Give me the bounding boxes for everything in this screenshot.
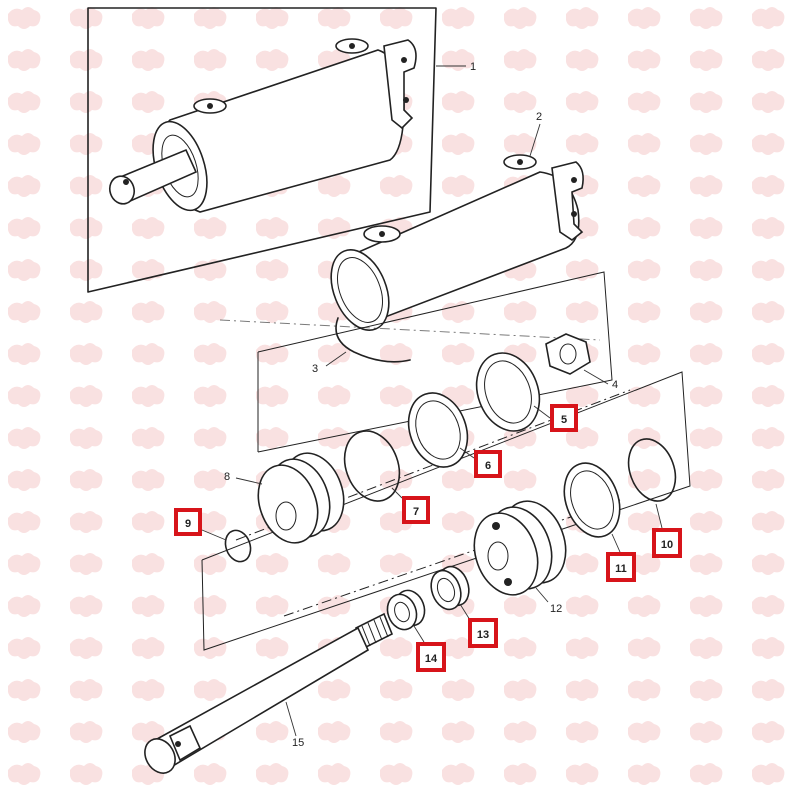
- callout-12: 12: [550, 603, 562, 615]
- backup-ring-11: 11: [563, 462, 636, 582]
- gland-8: 8: [224, 452, 345, 544]
- callout-7-badge: 7: [402, 496, 430, 524]
- callout-13-badge: 13: [468, 618, 498, 648]
- assembled-cylinder: [108, 38, 417, 213]
- callout-5: 5: [561, 414, 567, 426]
- seal-kit-box-lower: [201, 371, 691, 651]
- callout-9: 9: [185, 518, 191, 530]
- callout-4-leader: [583, 369, 609, 385]
- callout-5-badge: 5: [550, 404, 578, 432]
- callout-11: 11: [615, 563, 627, 575]
- seal-14: 14: [386, 589, 446, 672]
- callout-3: 3: [312, 363, 318, 375]
- callout-8: 8: [224, 471, 230, 483]
- callout-12-leader: [535, 587, 549, 603]
- callout-10-badge: 10: [652, 528, 682, 558]
- callout-15: 15: [292, 737, 304, 749]
- wear-ring-6: 6: [407, 392, 502, 478]
- barrel-mouth: [330, 249, 390, 331]
- callout-6: 6: [485, 460, 491, 472]
- piston-12: 12: [473, 500, 567, 615]
- callout-8-leader: [235, 477, 263, 485]
- o-ring-10: 10: [627, 438, 682, 558]
- o-ring-9: 9: [174, 508, 252, 563]
- callout-6-badge: 6: [474, 450, 502, 478]
- callout-10: 10: [661, 539, 673, 551]
- callout-3-leader: [325, 351, 347, 367]
- split-ring-5: 5: [475, 352, 578, 432]
- callout-9-badge: 9: [174, 508, 202, 536]
- o-ring-7: 7: [343, 430, 430, 524]
- bushing-13: 13: [430, 565, 498, 648]
- assembly-frame: [87, 7, 437, 293]
- callout-7: 7: [413, 506, 419, 518]
- callout-2-leader: [529, 123, 541, 157]
- callout-13: 13: [477, 629, 489, 641]
- callout-14: 14: [425, 653, 438, 665]
- barrel-group: 2: [330, 111, 584, 331]
- piston-rod-15: 15: [144, 612, 394, 774]
- callout-1: 1: [470, 61, 476, 73]
- snap-ring-3: 3: [312, 317, 411, 375]
- callout-11-badge: 11: [606, 552, 636, 582]
- nut-4: 4: [545, 333, 618, 391]
- callout-14-badge: 14: [416, 642, 446, 672]
- assembled-cylinder-group: 1: [87, 7, 476, 293]
- callout-2: 2: [536, 111, 542, 123]
- callout-15-leader: [285, 701, 297, 737]
- callout-4: 4: [612, 379, 618, 391]
